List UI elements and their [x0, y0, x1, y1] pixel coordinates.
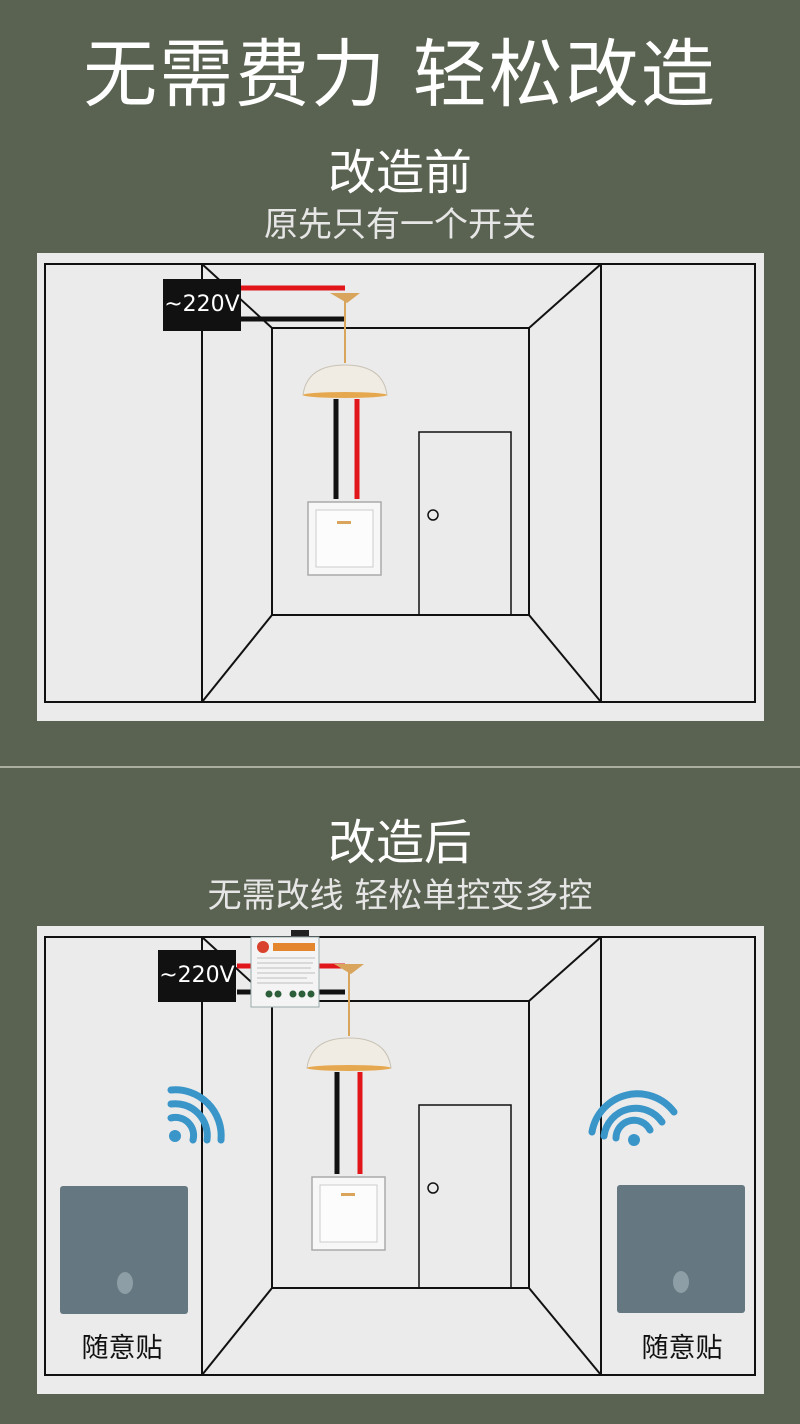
- relay-module: [250, 930, 320, 1008]
- remote-switch-panel: [617, 1185, 745, 1313]
- room-illustration: [37, 253, 764, 721]
- voltage-label: ~220V: [158, 950, 236, 1002]
- after-subtitle: 无需改线 轻松单控变多控: [207, 876, 593, 916]
- voltage-label: ~220V: [163, 279, 241, 331]
- after-title: 改造后: [327, 815, 472, 871]
- section-divider: [0, 766, 800, 768]
- wifi-icon: [167, 1086, 225, 1144]
- before-title: 改造前: [327, 145, 472, 201]
- patch-label-right: 随意贴: [641, 1333, 723, 1364]
- patch-label-left: 随意贴: [81, 1333, 163, 1364]
- before-room-diagram: ~220V: [37, 253, 764, 721]
- after-room-diagram: ~220V 随意贴 随意贴: [37, 926, 764, 1394]
- before-subtitle: 原先只有一个开关: [264, 205, 536, 245]
- remote-switch-panel: [60, 1186, 188, 1314]
- room-illustration: [37, 926, 764, 1394]
- page-title: 无需费力 轻松改造: [83, 32, 717, 118]
- wifi-icon: [588, 1090, 678, 1146]
